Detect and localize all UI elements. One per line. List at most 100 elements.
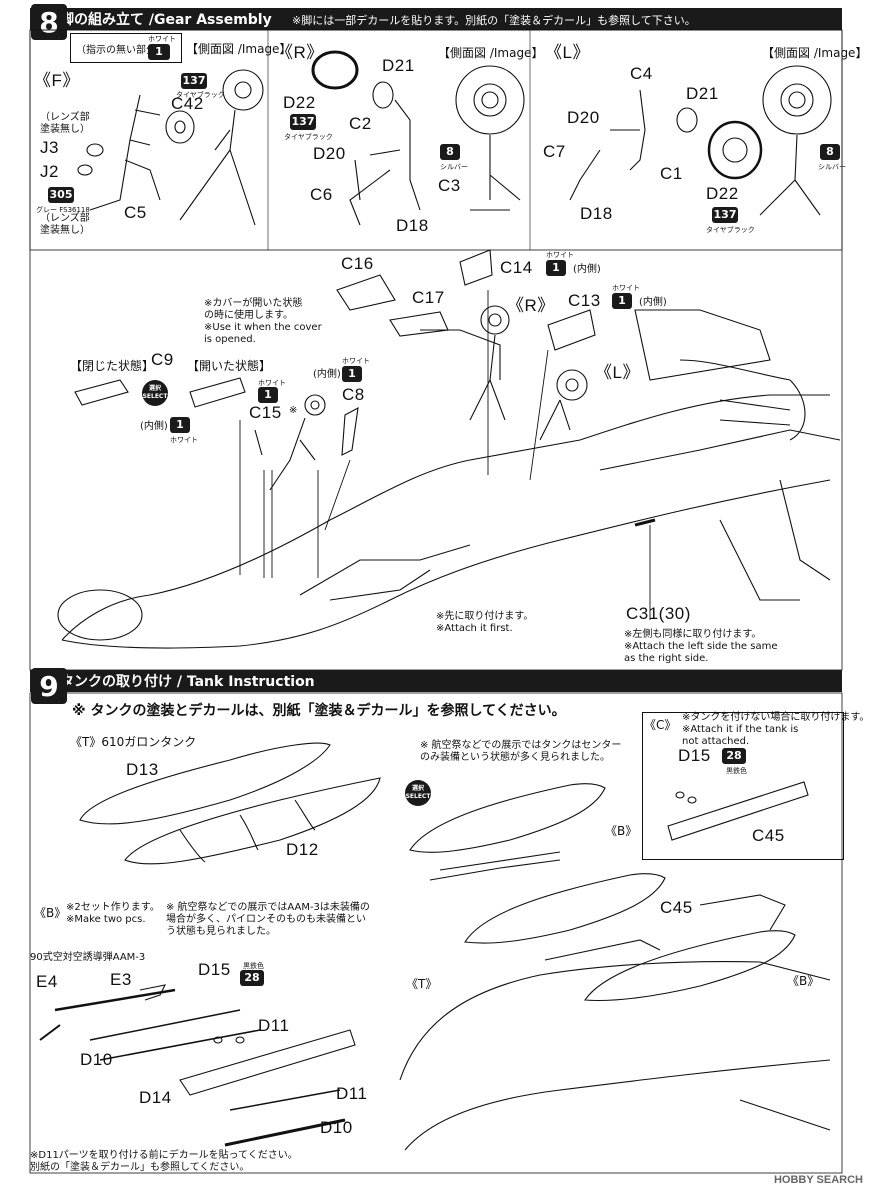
part-D21-l: D21 (686, 84, 719, 103)
part-D11-b: D11 (336, 1084, 368, 1103)
f-lens-note-top: （レンズ部 塗装無し） (40, 112, 90, 135)
cover-note-jp: ※カバーが開いた状態 の時に使用します。 (204, 298, 303, 321)
part-C31: C31(30) (626, 604, 691, 623)
part-D10-b: D10 (320, 1118, 353, 1137)
part-J2: J2 (40, 162, 59, 181)
part-C45-main: C45 (660, 898, 693, 917)
c15-color-name: ホワイト (258, 379, 286, 387)
part-C3: C3 (438, 176, 461, 195)
part-C5: C5 (124, 203, 147, 222)
install-r-label: 《R》 (507, 296, 555, 315)
unmarked-white-box (70, 33, 182, 63)
part-D10-a: D10 (80, 1050, 113, 1069)
f-grey-name: グレー FS36118 (36, 206, 90, 214)
part-D14: D14 (139, 1088, 172, 1107)
c8-side: (内側) (313, 369, 341, 380)
left-same-en: ※Attach the left side the same as the ri… (624, 641, 778, 664)
install-parts (74, 249, 656, 620)
part-C42: C42 (171, 94, 204, 113)
part-E3: E3 (110, 970, 132, 989)
l-tire-chip: 137 (712, 207, 738, 223)
inner-white-name: ホワイト (170, 436, 198, 444)
c15-color-chip: 1 (258, 387, 278, 403)
f-grey-chip: 305 (48, 187, 74, 203)
attach-first-jp: ※先に取り付けます。 (436, 611, 534, 622)
part-D20-l: D20 (567, 108, 600, 127)
part-C17: C17 (412, 288, 445, 307)
aircraft-fuselage (57, 309, 841, 649)
part-D22-r: D22 (283, 93, 316, 112)
two-sets-jp: ※2セット作ります。 (66, 902, 160, 913)
part-D20-r: D20 (313, 144, 346, 163)
b-section-chip: 28 (240, 970, 264, 986)
c-box-color: 黒鉄色 (726, 767, 747, 775)
part-C13: C13 (568, 291, 601, 310)
b-center-label: 《B》 (605, 824, 638, 838)
part-C4: C4 (630, 64, 653, 83)
f-lens-note-bottom: （レンズ部 塗装無し） (40, 213, 90, 236)
c15-mark: ※ (289, 405, 298, 416)
airshow-note: ※ 航空祭などでの展示ではタンクはセンター のみ装備という状態が多く見られました… (420, 740, 622, 763)
unmarked-color-chip: 1 (148, 44, 170, 60)
step8-note: ※脚には一部デカールを貼ります。別紙の「塗装＆デカール」も参照して下さい。 (292, 14, 696, 27)
c-box-note-jp: ※タンクを付けない場合に取り付けます。 (682, 712, 870, 723)
part-C14: C14 (500, 258, 533, 277)
install-l-label: 《L》 (595, 363, 640, 382)
part-D21-r: D21 (382, 56, 415, 75)
b-section-color: 黒鉄色 (243, 962, 264, 970)
unmarked-note: （指示の無い部分） (76, 45, 166, 56)
l-silver-name: シルバー (818, 163, 846, 171)
c-box-part-D15: D15 (678, 746, 711, 765)
front-gear-drawing (77, 69, 264, 226)
step9-number: 9 (31, 668, 67, 704)
l-side-view-label: 【側面図 /Image】 (762, 46, 868, 60)
b-section-label: 《B》 (34, 906, 67, 920)
right-gear-drawing (311, 50, 525, 226)
c14-side: (内側) (573, 264, 601, 275)
t-side-label: 《T》 (406, 977, 438, 991)
part-E4: E4 (36, 972, 58, 991)
attach-first-en: ※Attach it first. (436, 623, 513, 634)
left-gear-drawing (569, 65, 832, 216)
part-J3: J3 (40, 138, 59, 157)
f-tire-color-name: タイヤブラック (176, 91, 225, 99)
step9-paint-note: ※ タンクの塗装とデカールは、別紙「塗装＆デカール」を参照してください。 (72, 703, 566, 719)
c8-color-name: ホワイト (342, 357, 370, 365)
part-C6: C6 (310, 185, 333, 204)
l-silver-chip: 8 (820, 144, 840, 160)
b-side-label: 《B》 (787, 974, 820, 988)
part-D22-l: D22 (706, 184, 739, 203)
part-D12: D12 (286, 840, 319, 859)
unmarked-color-name: ホワイト (148, 35, 176, 43)
aam-note: ※ 航空祭などでの展示ではAAM-3は未装備の 場合が多く、パイロンそのものも未… (166, 902, 370, 937)
tank-drawings (39, 742, 831, 1151)
c-box-chip: 28 (722, 748, 746, 764)
part-C9: C9 (151, 350, 174, 369)
select-en: SELECT (142, 393, 168, 400)
c-box-label: 《C》 (644, 718, 677, 732)
part-C15: C15 (249, 403, 282, 422)
part-D18-r: D18 (396, 216, 429, 235)
part-D15-b: D15 (198, 960, 231, 979)
part-C1: C1 (660, 164, 683, 183)
inner-white-chip: 1 (170, 417, 190, 433)
tank-select-jp: 選択 (411, 785, 424, 792)
c13-color-chip: 1 (612, 293, 632, 309)
r-silver-chip: 8 (440, 144, 460, 160)
step9-header-bar: タンクの取り付け / Tank Instruction (30, 670, 842, 692)
f-tire-color-chip: 137 (181, 73, 207, 89)
c14-color-chip: 1 (546, 260, 566, 276)
part-D18-l: D18 (580, 204, 613, 223)
c-box-note-en: ※Attach it if the tank is not attached. (682, 724, 799, 747)
c-option-box (642, 712, 844, 860)
missile-name: 90式空対空誘導弾AAM-3 (30, 952, 146, 963)
step9-frame (29, 692, 843, 1174)
r-silver-name: シルバー (440, 163, 468, 171)
step8-title: 脚の組み立て /Gear Assembly (60, 12, 272, 28)
c13-side: (内側) (639, 297, 667, 308)
footer-note: ※D11パーツを取り付ける前にデカールを貼ってください。 別紙の「塗装＆デカール… (30, 1150, 298, 1173)
l-tire-name: タイヤブラック (706, 226, 755, 234)
c8-color-chip: 1 (342, 366, 362, 382)
